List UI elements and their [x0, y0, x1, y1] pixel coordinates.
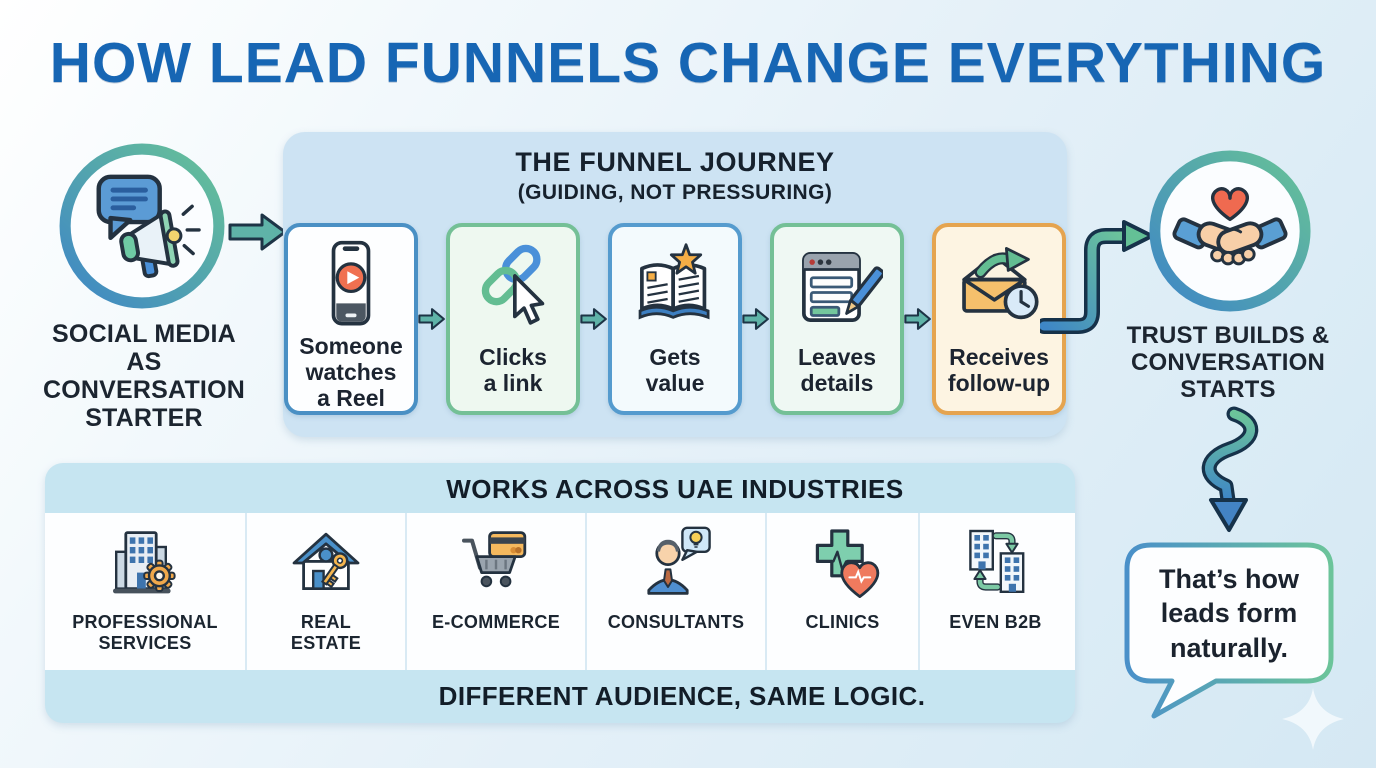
- funnel-step-label: Receives follow-up: [947, 344, 1051, 396]
- medical-cross-icon: [803, 523, 883, 608]
- curved-arrow-icon: [1040, 220, 1154, 334]
- trust-label: TRUST BUILDS & CONVERSATION STARTS: [1126, 322, 1330, 403]
- industry-label: CONSULTANTS: [607, 612, 745, 632]
- funnel-step-card: Clicks a link: [446, 223, 580, 415]
- industries-footer: DIFFERENT AUDIENCE, SAME LOGIC.: [438, 681, 926, 711]
- industry-item: EVEN B2B: [918, 513, 1071, 670]
- book-star-icon: [629, 237, 721, 337]
- social-media-label: SOCIAL MEDIA AS CONVERSATION STARTER: [43, 320, 245, 432]
- consultant-icon: [636, 523, 716, 608]
- social-media-node: [56, 140, 228, 312]
- arrow-right-icon: [228, 213, 287, 251]
- industry-label: CLINICS: [805, 612, 880, 632]
- bubble-text: That’s how leads form naturally.: [1159, 564, 1299, 663]
- funnel-panel: THE FUNNEL JOURNEY (GUIDING, NOT PRESSUR…: [283, 132, 1067, 437]
- funnel-step-card: Leaves details: [770, 223, 904, 415]
- funnel-step-label: Leaves details: [797, 344, 876, 396]
- funnel-step-label: Gets value: [645, 344, 705, 396]
- industry-label: PROFESSIONAL SERVICES: [72, 612, 218, 653]
- industry-item: E-COMMERCE: [405, 513, 585, 670]
- arrow-right-icon: [418, 308, 445, 330]
- industries-row: PROFESSIONAL SERVICES: [45, 513, 1075, 670]
- handshake-heart-icon: [1172, 187, 1288, 266]
- industry-item: CONSULTANTS: [585, 513, 765, 670]
- wavy-down-arrow-icon: [1201, 406, 1259, 532]
- megaphone-chat-icon: [96, 174, 201, 279]
- funnel-step-card: Receives follow-up: [932, 223, 1066, 415]
- industries-title: WORKS ACROSS UAE INDUSTRIES: [446, 474, 904, 504]
- funnel-step-label: Someone watches a Reel: [299, 333, 403, 411]
- arrow-right-icon: [742, 308, 769, 330]
- mail-clock-icon: [953, 237, 1045, 337]
- trust-node: [1146, 147, 1314, 315]
- building-gear-icon: [105, 523, 185, 608]
- funnel-step-card: Gets value: [608, 223, 742, 415]
- funnel-subtitle: (GUIDING, NOT PRESSURING): [517, 181, 833, 204]
- b2b-buildings-icon: [956, 523, 1036, 608]
- page-title: HOW LEAD FUNNELS CHANGE EVERYTHING: [49, 31, 1327, 95]
- industry-item: CLINICS: [765, 513, 918, 670]
- funnel-steps-row: Someone watches a Reel Clicks a link: [283, 223, 1067, 415]
- industries-panel: WORKS ACROSS UAE INDUSTRIES: [45, 463, 1075, 723]
- arrow-right-icon: [904, 308, 931, 330]
- form-pen-icon: [791, 237, 883, 337]
- speech-bubble-shape: [1124, 542, 1334, 719]
- link-cursor-icon: [467, 237, 559, 337]
- industry-label: EVEN B2B: [949, 612, 1042, 632]
- house-key-icon: [286, 523, 366, 608]
- phone-reel-icon: [305, 237, 397, 333]
- industry-label: E-COMMERCE: [432, 612, 560, 632]
- industry-item: REAL ESTATE: [245, 513, 405, 670]
- cart-card-icon: [456, 523, 536, 608]
- arrow-right-icon: [580, 308, 607, 330]
- sparkle-icon: [1282, 688, 1344, 750]
- industry-label: REAL ESTATE: [290, 612, 362, 653]
- industry-item: PROFESSIONAL SERVICES: [45, 513, 245, 670]
- funnel-title: THE FUNNEL JOURNEY: [515, 147, 835, 177]
- funnel-step-label: Clicks a link: [479, 344, 547, 396]
- funnel-step-card: Someone watches a Reel: [284, 223, 418, 415]
- speech-bubble: That’s how leads form naturally.: [1120, 538, 1338, 724]
